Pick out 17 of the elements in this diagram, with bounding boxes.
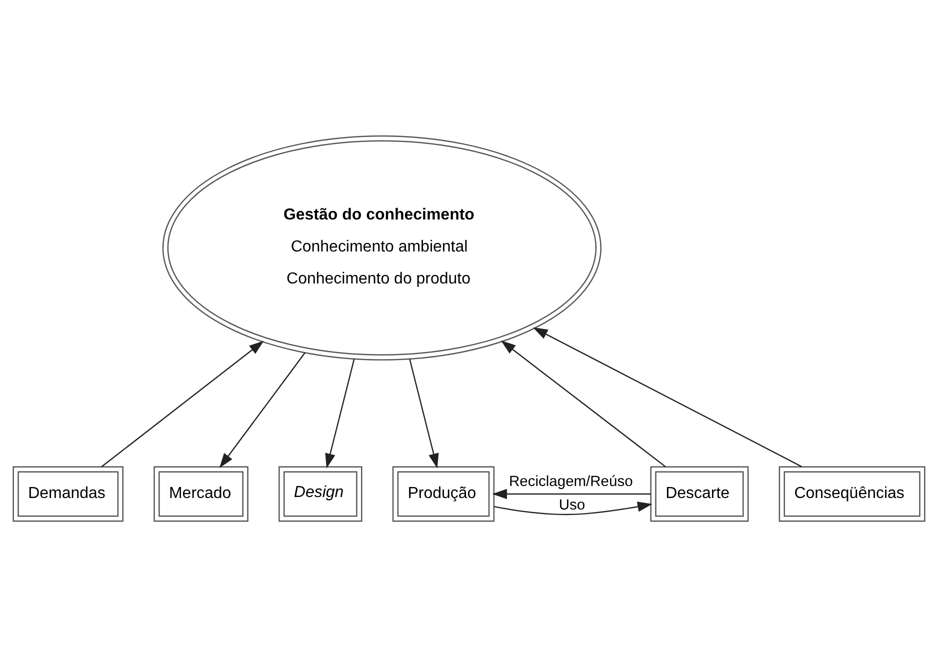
arrow: [409, 359, 439, 468]
node-box: Descarte: [650, 466, 749, 522]
arrow: [500, 340, 666, 468]
edge-label: Uso: [558, 498, 586, 514]
node-ellipse: Gestão do conhecimento Conhecimento ambiental Conhecimento do produto: [162, 135, 602, 360]
arrow: [532, 327, 802, 468]
arrow: [219, 352, 306, 468]
node-box: Design: [278, 466, 362, 522]
arrow: [492, 488, 651, 500]
arrow: [325, 359, 355, 468]
node-box: Demandas: [12, 466, 124, 522]
arrow: [494, 502, 652, 516]
edge-label: Reciclagem/Reúso: [509, 474, 633, 490]
arrow: [101, 340, 264, 468]
node-box: Conseqüências: [778, 466, 926, 522]
node-box: Produção: [392, 466, 495, 522]
node-box: Mercado: [154, 466, 248, 522]
